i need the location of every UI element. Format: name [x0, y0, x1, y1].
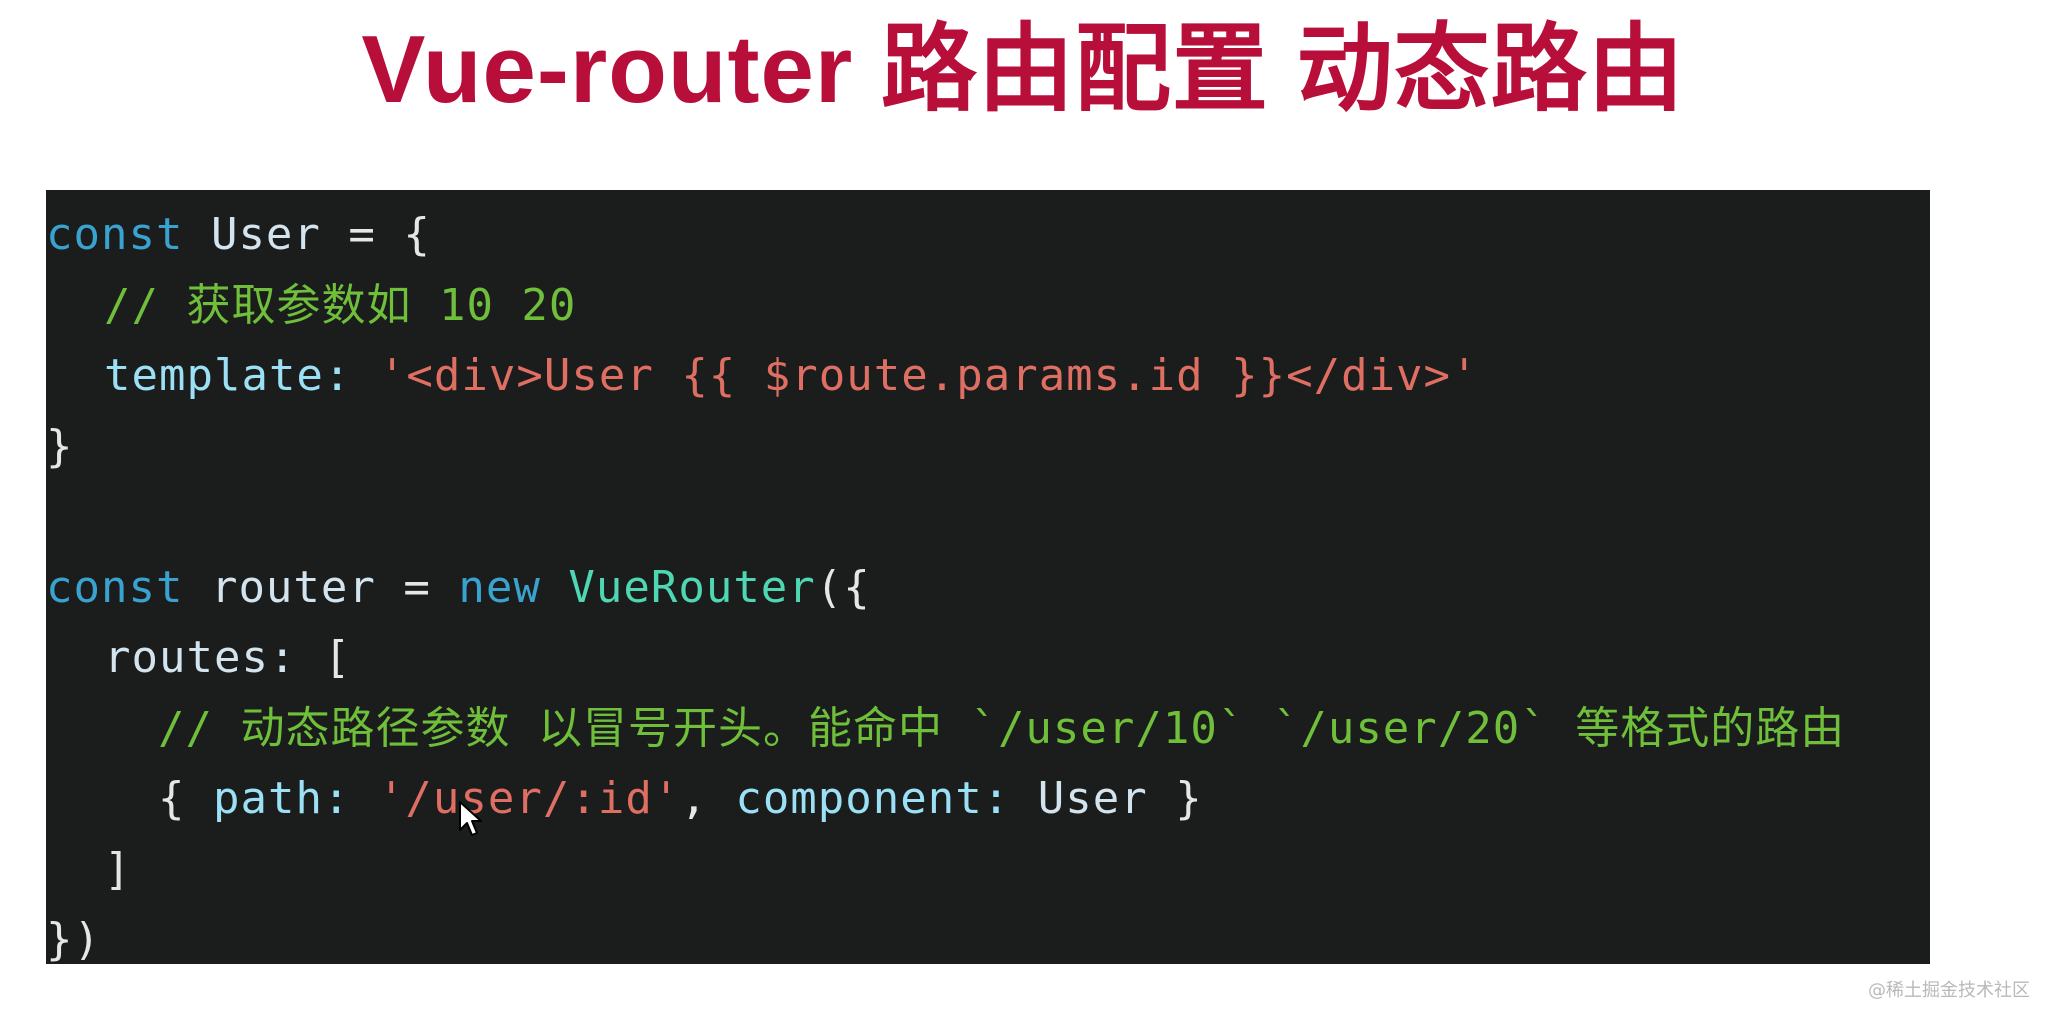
punctuation: ({ — [815, 561, 871, 613]
string-template: '<div>User {{ $route.params.id }}</div>' — [378, 350, 1479, 401]
property-routes: routes: — [104, 632, 297, 683]
code-line-8: // 动态路径参数 以冒号开头。能命中 `/user/10` `/user/20… — [46, 694, 1930, 765]
punctuation: = { — [320, 209, 431, 260]
code-line-3: template: '<div>User {{ $route.params.id… — [46, 341, 1930, 412]
code-line-4: } — [46, 412, 1930, 483]
punctuation: , — [680, 773, 736, 824]
slide-title-area: Vue-router 路由配置 动态路由 — [0, 0, 2046, 140]
code-line-10: ] — [46, 835, 1930, 906]
comment: // 获取参数如 10 20 — [104, 279, 577, 331]
property-path: path: — [212, 773, 351, 824]
code-line-7: routes: [ — [46, 623, 1930, 694]
slide-title: Vue-router 路由配置 动态路由 — [361, 16, 1685, 123]
string-path: '/user/:id' — [377, 773, 681, 824]
code-line-5 — [46, 482, 1930, 553]
punctuation: = — [375, 561, 459, 613]
mouse-pointer-icon — [458, 800, 484, 840]
property-template: template: — [104, 350, 352, 401]
punctuation: }) — [46, 914, 101, 964]
code-line-11: }) — [46, 905, 1930, 964]
identifier-user: User — [1037, 773, 1148, 824]
punctuation: [ — [296, 632, 352, 683]
keyword-const: const — [46, 561, 184, 613]
identifier-user: User — [210, 209, 321, 260]
comment: // 动态路径参数 以冒号开头。能命中 `/user/10` `/user/20… — [158, 702, 1846, 754]
punctuation: } — [1147, 773, 1203, 824]
punctuation: { — [158, 773, 213, 824]
keyword-const: const — [46, 209, 184, 260]
code-line-9: { path: '/user/:id', component: User } — [46, 764, 1930, 835]
watermark: @稀土掘金技术社区 — [1868, 980, 2030, 1001]
code-line-2: // 获取参数如 10 20 — [46, 271, 1930, 342]
class-vuerouter: VueRouter — [568, 561, 816, 613]
code-block: const User = { // 获取参数如 10 20 template: … — [46, 190, 1930, 964]
code-line-6: const router = new VueRouter({ — [46, 553, 1930, 624]
punctuation: } — [46, 420, 74, 472]
keyword-new: new — [458, 561, 541, 613]
code-line-1: const User = { — [46, 200, 1930, 271]
property-component: component: — [735, 773, 1011, 824]
punctuation: ] — [104, 843, 132, 895]
identifier-router: router — [210, 561, 376, 613]
